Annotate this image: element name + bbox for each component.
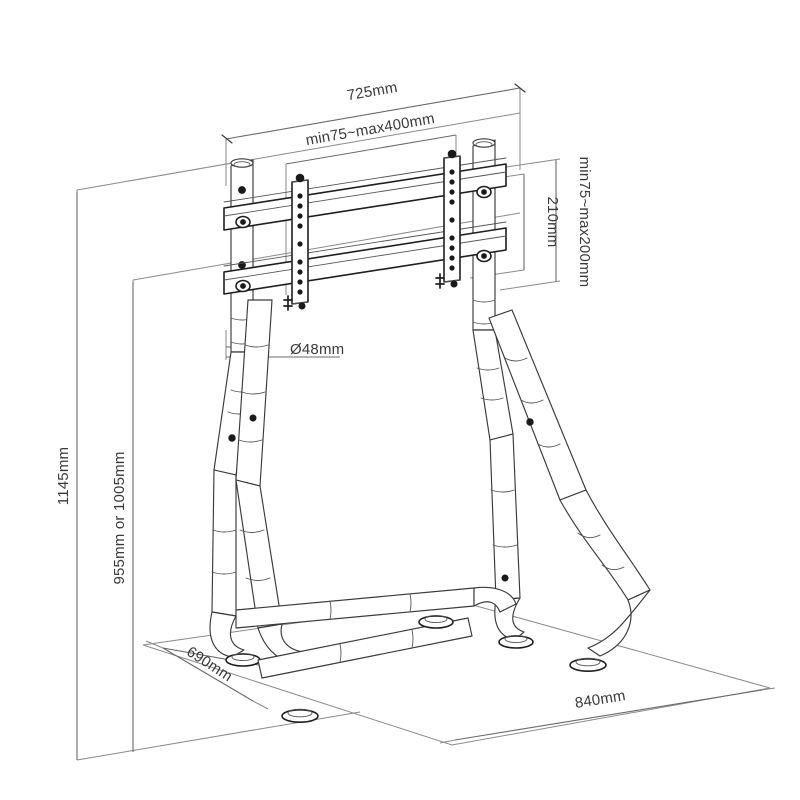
label-height-955: 955mm or 1005mm bbox=[111, 451, 128, 584]
tv-mount-bracket-assembly bbox=[223, 149, 507, 311]
label-tube-diameter: Ø48mm bbox=[290, 341, 344, 358]
label-height-1145: 1145mm bbox=[55, 447, 72, 505]
dimension-vesa-vertical bbox=[499, 158, 561, 291]
bracket-hardware-left bbox=[283, 295, 293, 311]
right-rear-leg bbox=[488, 309, 651, 672]
vesa-plate-left bbox=[291, 179, 309, 305]
label-vesa-vertical: min75~max200mm bbox=[576, 157, 593, 288]
bracket-clamp-left bbox=[235, 215, 251, 293]
tubular-base-frame bbox=[235, 586, 517, 723]
dimension-width-840 bbox=[439, 687, 776, 744]
left-front-leg bbox=[235, 299, 305, 663]
bracket-hardware-right bbox=[435, 273, 445, 289]
label-bracket-210: 210mm bbox=[544, 196, 561, 247]
vesa-plate-right bbox=[443, 155, 461, 283]
dimension-width-725 bbox=[221, 83, 526, 186]
bracket-clamp-right bbox=[476, 185, 492, 263]
